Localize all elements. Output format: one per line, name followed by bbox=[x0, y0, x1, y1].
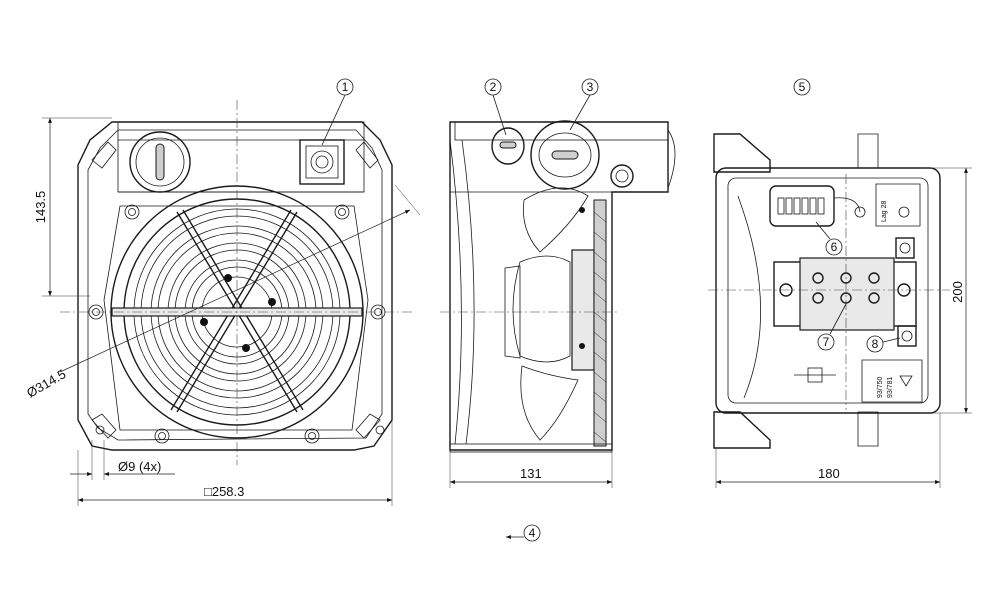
connector-socket bbox=[299, 139, 345, 185]
rear-height-dim-label: 200 bbox=[950, 281, 965, 303]
callout-8: 8 bbox=[866, 335, 901, 353]
callout-4: 4 bbox=[506, 524, 541, 542]
callout-5: 5 bbox=[793, 78, 811, 96]
callout-2: 2 bbox=[484, 78, 507, 136]
side-view: 131 bbox=[440, 120, 676, 488]
rear-view: Lag 28 93/750 93/781 200 bbox=[708, 133, 972, 488]
svg-text:3: 3 bbox=[587, 80, 594, 94]
connector-block bbox=[769, 185, 835, 227]
svg-text:4: 4 bbox=[529, 526, 536, 540]
callout-1: 1 bbox=[321, 78, 354, 146]
front-housing-outline bbox=[77, 121, 393, 451]
width-dim-label: □258.3 bbox=[204, 484, 244, 499]
callout-6: 6 bbox=[815, 221, 843, 256]
svg-text:6: 6 bbox=[831, 240, 838, 254]
mounting-holes bbox=[88, 204, 386, 444]
svg-text:2: 2 bbox=[490, 80, 497, 94]
side-housing-outline bbox=[449, 121, 669, 451]
callout-3: 3 bbox=[569, 78, 599, 131]
diameter-dim-label: Ø314.5 bbox=[24, 366, 68, 400]
svg-text:1: 1 bbox=[342, 80, 349, 94]
callouts: 1 2 3 4 5 6 7 bbox=[321, 78, 901, 542]
hole-dim-label: Ø9 (4x) bbox=[118, 459, 161, 474]
svg-text:8: 8 bbox=[872, 337, 879, 351]
lag-label: Lag 28 bbox=[881, 200, 888, 222]
rear-housing-outline bbox=[715, 167, 941, 414]
front-view: 143.5 Ø314.5 Ø9 (4x) □258.3 bbox=[24, 100, 421, 506]
depth-dim-label: 131 bbox=[520, 466, 542, 481]
svg-text:7: 7 bbox=[823, 335, 830, 349]
part-label-b: 93/781 bbox=[887, 376, 894, 398]
svg-text:5: 5 bbox=[799, 80, 806, 94]
rear-width-dim-label: 180 bbox=[818, 466, 840, 481]
callout-7: 7 bbox=[817, 303, 847, 351]
height-dim-label: 143.5 bbox=[33, 191, 48, 224]
part-label-a: 93/750 bbox=[877, 376, 884, 398]
